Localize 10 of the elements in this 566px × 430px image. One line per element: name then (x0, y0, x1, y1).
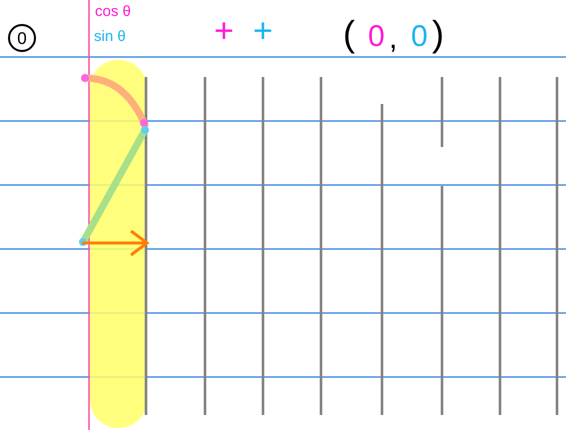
circled-number: 0 (8, 24, 36, 52)
handwritten-label: 0 (368, 22, 385, 52)
handwritten-label: 0 (411, 22, 428, 52)
handwritten-label: cos θ (95, 4, 131, 19)
handwritten-label: + (253, 14, 273, 48)
handwritten-label: sin θ (94, 29, 126, 44)
handwritten-label: ( (343, 16, 355, 52)
handwritten-label: ) (432, 16, 444, 52)
handwritten-label: , (389, 24, 398, 54)
handwritten-label: + (214, 14, 234, 48)
